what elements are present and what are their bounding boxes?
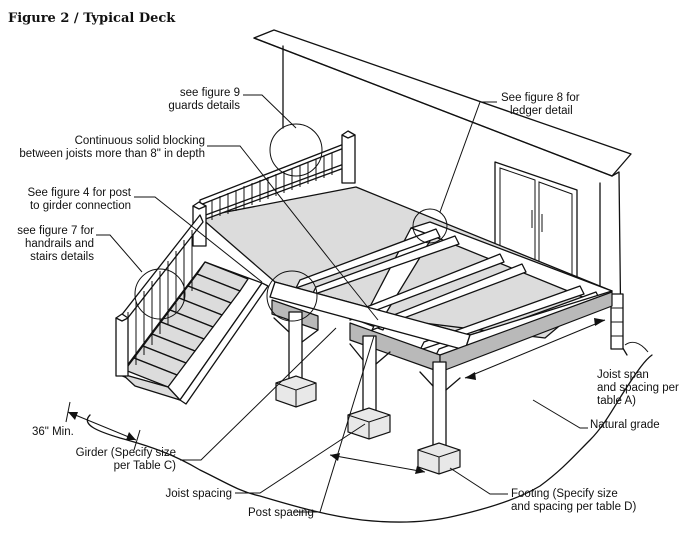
callout-joist-spacing: Joist spacing <box>166 488 232 500</box>
callout-ledger: See figure 8 for ledger detail <box>501 92 580 117</box>
callout-handrails-line2: handrails and <box>25 238 94 250</box>
joist <box>295 228 441 289</box>
house-wall-corner <box>611 171 628 356</box>
callout-joist-span-line3: table A) <box>597 395 636 407</box>
post <box>432 361 447 449</box>
callout-min-width: 36" Min. <box>32 426 74 438</box>
callout-girder: Girder (Specify size per Table C) <box>76 447 177 472</box>
figure-title: Figure 2 / Typical Deck <box>8 11 176 26</box>
callout-natural-grade: Natural grade <box>590 419 660 431</box>
post-connection-detail-circle <box>266 270 318 322</box>
posts <box>273 311 461 449</box>
callout-handrails-line3: stairs details <box>30 251 94 263</box>
callout-joist-span-line1: Joist span <box>597 369 649 381</box>
callout-footing-line1: Footing (Specify size <box>511 488 618 500</box>
guard-detail-circle <box>269 123 323 177</box>
stair-newel-post <box>115 317 129 377</box>
callout-post-connection: See figure 4 for post to girder connecti… <box>27 187 131 212</box>
callout-post-connection-line2: to girder connection <box>30 200 131 212</box>
callout-girder-line2: per Table C) <box>114 460 177 472</box>
stairs <box>115 214 269 405</box>
callout-post-connection-line1: See figure 4 for post <box>27 187 131 199</box>
callout-joist-span: Joist span and spacing per table A) <box>597 369 679 407</box>
callout-blocking-line1: Continuous solid blocking <box>75 135 205 147</box>
callout-post-spacing: Post spacing <box>248 507 314 519</box>
joist <box>311 235 460 296</box>
stair-treads <box>121 261 249 401</box>
post <box>288 311 303 381</box>
callout-guards: see figure 9 guards details <box>168 87 240 112</box>
handrail-detail-circle <box>134 268 186 320</box>
callout-blocking: Continuous solid blocking between joists… <box>19 135 205 160</box>
guard-post <box>341 134 356 184</box>
ledger-detail-circle <box>412 208 448 244</box>
dimension-lines <box>65 318 606 474</box>
callout-ledger-line2: ledger detail <box>510 105 573 117</box>
post <box>362 335 377 415</box>
callout-girder-line1: Girder (Specify size <box>76 447 176 459</box>
callout-footing-line2: and spacing per table D) <box>511 501 636 513</box>
callout-blocking-line2: between joists more than 8" in depth <box>19 148 205 160</box>
natural-grade-line <box>86 354 653 523</box>
callout-handrails-line1: see figure 7 for <box>17 225 94 237</box>
leader-lines <box>96 94 588 513</box>
callout-guards-line2: guards details <box>168 100 240 112</box>
callout-handrails: see figure 7 for handrails and stairs de… <box>17 225 94 263</box>
callout-ledger-line1: See figure 8 for <box>501 92 580 104</box>
framing <box>269 221 613 373</box>
callout-joist-span-line2: and spacing per <box>597 382 679 394</box>
callout-footing: Footing (Specify size and spacing per ta… <box>511 488 636 513</box>
callout-guards-line1: see figure 9 <box>180 87 240 99</box>
footings <box>275 375 461 475</box>
